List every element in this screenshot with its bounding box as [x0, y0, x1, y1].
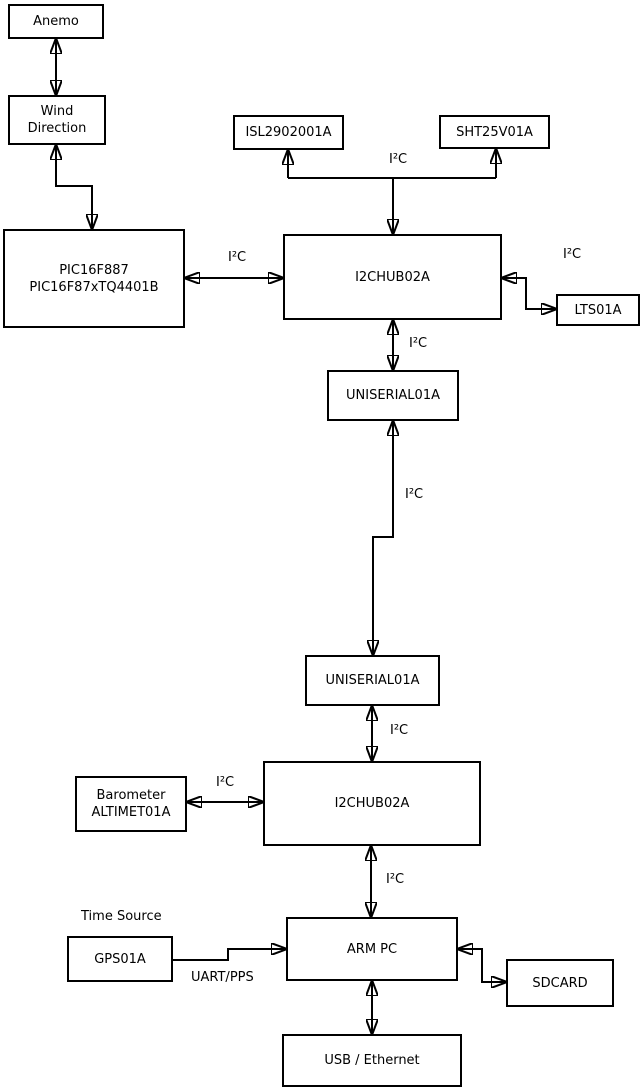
edge-gps-armpc — [173, 949, 286, 961]
edge-armpc-sdcard — [458, 949, 506, 982]
node-uniserial01a-2-label: UNISERIAL01A — [325, 673, 420, 688]
node-anemo: Anemo — [8, 4, 104, 39]
node-pic: PIC16F887 PIC16F87xTQ4401B — [3, 229, 185, 328]
node-i2chub02a-2-label: I2CHUB02A — [334, 796, 410, 811]
node-sht25v01a: SHT25V01A — [439, 115, 550, 149]
node-sdcard: SDCARD — [506, 959, 614, 1007]
edge-label-hub1-sensors: I²C — [389, 152, 408, 167]
edge-winddirection-pic — [56, 145, 92, 229]
annotation-time-source: Time Source — [81, 909, 162, 924]
node-pic-line2: PIC16F87xTQ4401B — [29, 279, 159, 295]
edge-label-uniserial2-hub2: I²C — [390, 723, 409, 738]
edge-label-hub2-armpc: I²C — [386, 872, 405, 887]
node-gps01a: GPS01A — [67, 936, 173, 982]
node-barometer: Barometer ALTIMET01A — [75, 776, 187, 832]
node-sdcard-label: SDCARD — [532, 975, 588, 991]
node-uniserial01a-1: UNISERIAL01A — [327, 370, 459, 421]
node-i2chub02a-1-label: I2CHUB02A — [355, 269, 430, 285]
node-gps01a-label: GPS01A — [94, 951, 146, 967]
node-uniserial01a-1-label: UNISERIAL01A — [346, 388, 440, 403]
node-isl2902001a-label: ISL2902001A — [245, 125, 332, 140]
node-wind-direction-line2: Direction — [27, 121, 87, 136]
node-sht25v01a-label: SHT25V01A — [456, 124, 533, 140]
node-arm-pc: ARM PC — [286, 917, 458, 981]
node-anemo-label: Anemo — [33, 14, 79, 29]
edge-label-hub1-uniserial1: I²C — [409, 336, 428, 351]
edge-uniserial1-uniserial2 — [373, 421, 393, 655]
edge-label-barometer-hub2: I²C — [216, 775, 235, 790]
node-uniserial01a-2: UNISERIAL01A — [305, 655, 440, 706]
node-lts01a: LTS01A — [556, 294, 640, 326]
edge-hub1-lts — [502, 278, 556, 309]
node-wind-direction: Wind Direction — [8, 95, 106, 145]
node-usb-ethernet-label: USB / Ethernet — [324, 1053, 420, 1068]
edge-label-uniserial1-uniserial2: I²C — [405, 487, 424, 502]
node-barometer-line2: ALTIMET01A — [91, 805, 171, 820]
node-lts01a-label: LTS01A — [574, 302, 622, 318]
node-usb-ethernet: USB / Ethernet — [282, 1034, 462, 1087]
node-wind-direction-line1: Wind — [40, 104, 74, 119]
node-i2chub02a-2: I2CHUB02A — [263, 761, 481, 846]
node-isl2902001a: ISL2902001A — [233, 115, 344, 150]
node-pic-line1: PIC16F887 — [59, 262, 129, 278]
edge-label-hub1-lts: I²C — [563, 247, 582, 262]
node-arm-pc-label: ARM PC — [346, 941, 398, 957]
node-barometer-line1: Barometer — [96, 788, 166, 803]
node-i2chub02a-1: I2CHUB02A — [283, 234, 502, 320]
edge-label-pic-hub1: I²C — [228, 250, 247, 265]
edge-label-gps-armpc: UART/PPS — [191, 970, 254, 985]
